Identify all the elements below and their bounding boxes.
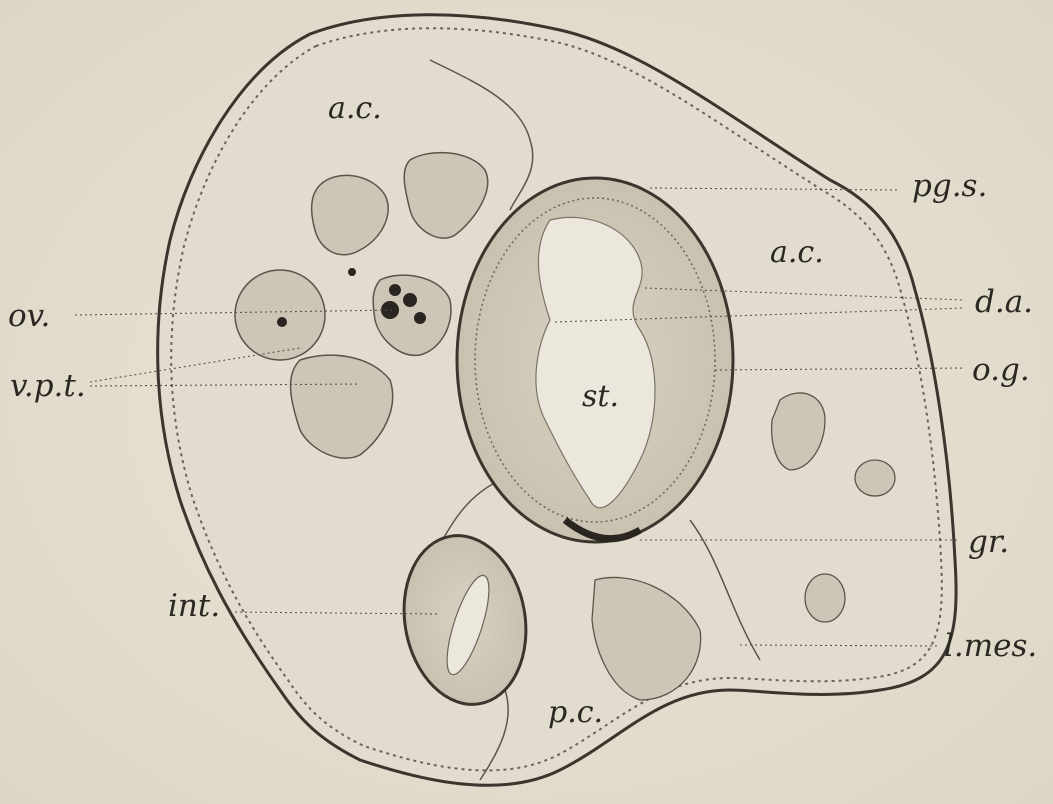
label-ac-right: a.c. (770, 235, 824, 270)
label-pc: p.c. (548, 695, 603, 730)
label-og: o.g. (972, 352, 1030, 388)
label-st: st. (582, 379, 619, 414)
label-da: d.a. (975, 284, 1033, 320)
label-lmes: l.mes. (944, 628, 1037, 664)
label-vpt: v.p.t. (10, 368, 86, 404)
label-ov: ov. (8, 298, 50, 334)
label-ac-upper-left: a.c. (328, 91, 382, 126)
label-pgs: pg.s. (912, 168, 987, 204)
label-gr: gr. (968, 524, 1009, 560)
label-int: int. (168, 588, 220, 624)
